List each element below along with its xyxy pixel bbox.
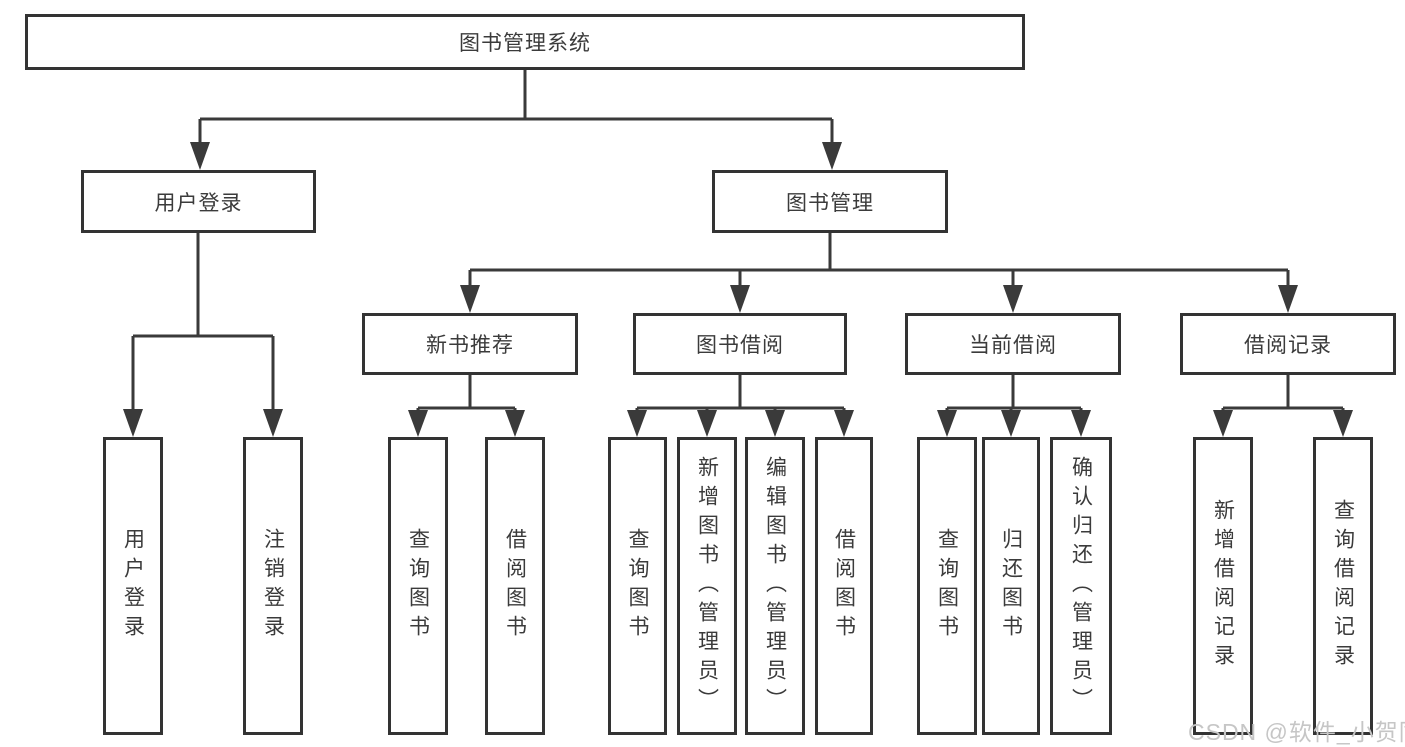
node-label: 借阅记录 bbox=[1244, 334, 1332, 357]
node-label: 图书管理 bbox=[786, 191, 874, 215]
leaf-label: 编辑图书（管理员） bbox=[763, 455, 787, 717]
leaf-label: 借阅图书 bbox=[832, 528, 856, 644]
leaf-query-books-current: 查询图书 bbox=[917, 437, 977, 735]
node-new-book-recommend: 新书推荐 bbox=[362, 313, 578, 375]
node-label: 用户登录 bbox=[154, 191, 243, 215]
connector-strokes bbox=[131, 70, 1345, 413]
leaf-confirm-return-admin: 确认归还（管理员） bbox=[1050, 437, 1112, 735]
leaf-query-borrow-record: 查询借阅记录 bbox=[1313, 437, 1373, 735]
node-label: 新书推荐 bbox=[426, 334, 514, 357]
leaf-label: 注销登录 bbox=[261, 528, 285, 644]
leaf-query-books-borrow: 查询图书 bbox=[608, 437, 667, 735]
leaf-borrow-books-newrec: 借阅图书 bbox=[485, 437, 545, 735]
leaf-return-books: 归还图书 bbox=[982, 437, 1040, 735]
leaf-label: 确认归还（管理员） bbox=[1069, 455, 1093, 717]
node-book-management-system: 图书管理系统 bbox=[25, 14, 1025, 70]
node-book-management: 图书管理 bbox=[712, 170, 948, 233]
leaf-label: 借阅图书 bbox=[503, 528, 527, 644]
node-current-borrowing: 当前借阅 bbox=[905, 313, 1121, 375]
leaf-label: 用户登录 bbox=[121, 528, 145, 644]
node-book-borrowing: 图书借阅 bbox=[633, 313, 847, 375]
arrowheads bbox=[123, 142, 1353, 437]
node-user-login: 用户登录 bbox=[81, 170, 316, 233]
node-label: 图书借阅 bbox=[696, 334, 784, 357]
leaf-logout: 注销登录 bbox=[243, 437, 303, 735]
leaf-query-books-newrec: 查询图书 bbox=[388, 437, 448, 735]
leaf-label: 归还图书 bbox=[999, 528, 1023, 644]
leaf-label: 查询图书 bbox=[626, 528, 649, 644]
leaf-borrow-books: 借阅图书 bbox=[815, 437, 873, 735]
node-label: 图书管理系统 bbox=[459, 32, 591, 55]
csdn-watermark: CSDN @软件_小贺同学 bbox=[1188, 719, 1405, 745]
leaf-add-books-admin: 新增图书（管理员） bbox=[677, 437, 737, 735]
leaf-label: 查询借阅记录 bbox=[1331, 499, 1355, 673]
leaf-label: 新增图书（管理员） bbox=[695, 455, 719, 717]
leaf-label: 查询图书 bbox=[406, 528, 430, 644]
leaf-label: 新增借阅记录 bbox=[1211, 499, 1235, 673]
leaf-user-login: 用户登录 bbox=[103, 437, 163, 735]
node-label: 当前借阅 bbox=[969, 334, 1057, 357]
leaf-edit-books-admin: 编辑图书（管理员） bbox=[745, 437, 805, 735]
leaf-label: 查询图书 bbox=[935, 528, 959, 644]
leaf-add-borrow-record: 新增借阅记录 bbox=[1193, 437, 1253, 735]
node-borrowing-records: 借阅记录 bbox=[1180, 313, 1396, 375]
